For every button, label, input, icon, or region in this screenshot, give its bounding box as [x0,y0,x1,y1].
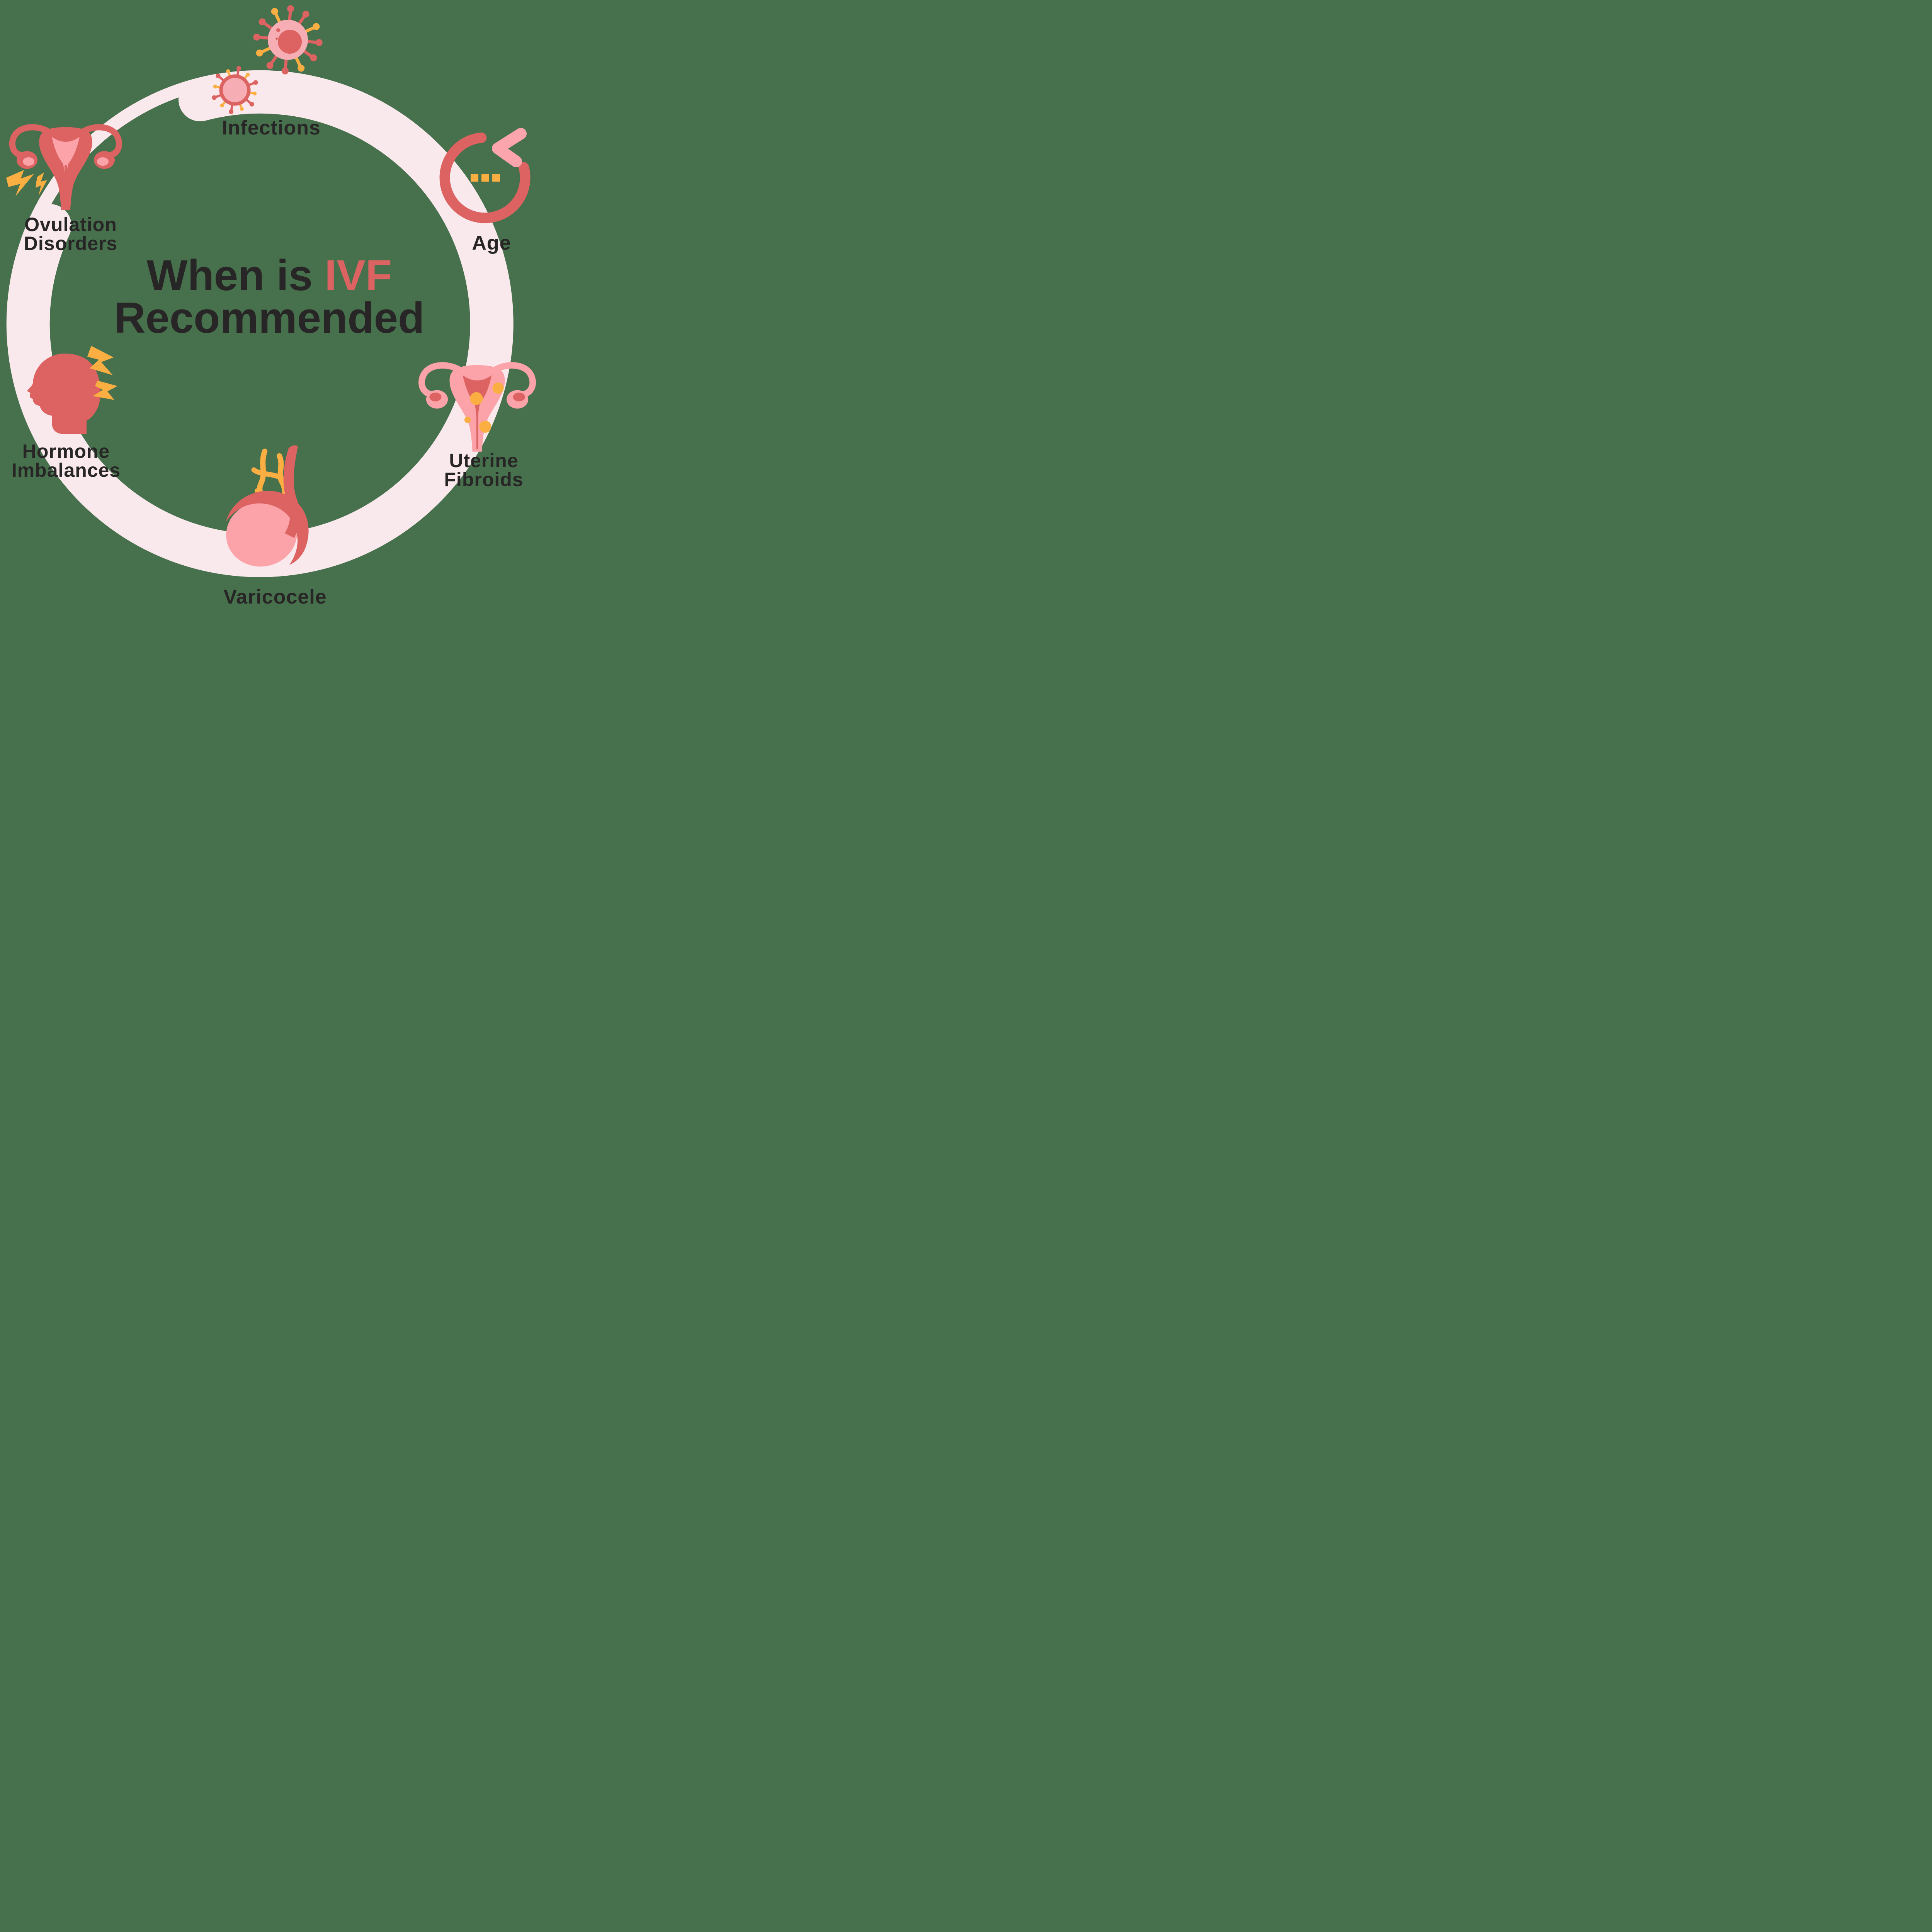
uterus-cavity [463,375,492,449]
factor-label-text: Uterine [449,450,519,471]
aging-cycle-icon [439,128,531,223]
factor-label-text: Age [472,232,511,254]
epididymis-crescent [226,491,309,565]
factor-label-text: Hormone [22,440,110,462]
head-silhouette [27,354,100,434]
page-title: When is IVF Recommended [114,254,425,342]
factor-label-text: Varicocele [223,586,327,608]
head-lightning-icon [27,346,117,434]
cycle-arc [439,132,531,223]
ellipsis-dots [471,174,500,182]
fallopian-tube-left [9,124,58,158]
varicocele-icon [226,445,309,567]
fallopian-tube-right [485,362,536,398]
spermatic-cord [283,445,300,538]
cycle-arrow-head [492,128,527,167]
factor-label-text: Fibroids [444,469,524,490]
circle-ring [6,70,514,577]
label-age: Age [472,233,511,253]
factor-label-text: Infections [222,117,321,139]
virus-icon-small [212,66,258,114]
fallopian-tube-left [418,362,469,398]
title-line2: Recommended [114,294,425,342]
title-line1: When is IVF [114,254,425,297]
factor-label-text: Disorders [24,233,118,254]
lightning-bolts [87,346,117,400]
factor-label-text: Ovulation [24,214,117,235]
fibroid-nodules [464,382,504,433]
infographic-canvas: When is IVF Recommended [0,0,543,612]
virus-spikes [253,5,323,75]
label-uterine-fibroids: Uterine Fibroids [444,451,523,489]
uterus-lightning-icon [6,124,122,210]
title-text: When is [146,251,325,299]
testis [226,501,297,567]
lightning-bolts [6,170,47,196]
label-varicocele: Varicocele [223,587,327,607]
title-highlight: IVF [325,251,392,299]
label-infections: Infections [222,118,321,138]
label-hormone-imbalances: Hormone Imbalances [12,442,121,480]
virus-core [278,30,302,54]
virus-body [219,74,251,106]
label-ovulation-disorders: Ovulation Disorders [24,215,117,253]
factor-label-text: Imbalances [11,459,121,481]
virus-icon-large [253,5,323,75]
uterus-fibroids-icon [418,362,536,452]
fallopian-tube-right [73,124,122,158]
